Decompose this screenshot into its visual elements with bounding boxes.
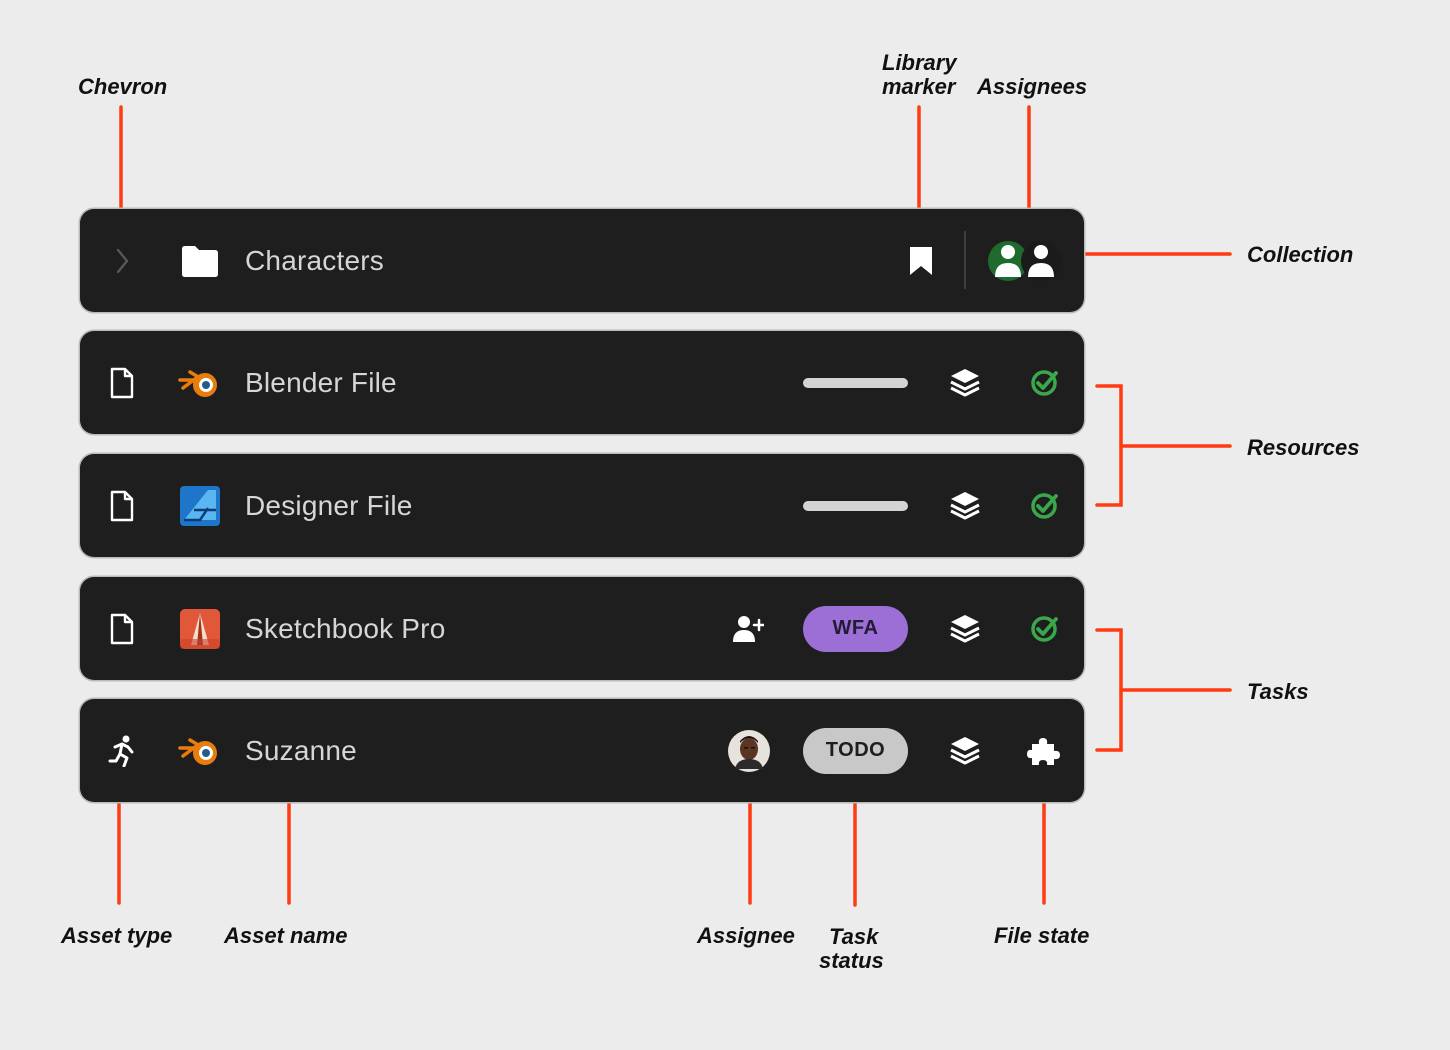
asset-name: Characters — [245, 244, 384, 276]
callout-assignee: Assignee — [697, 923, 795, 948]
blender-logo-icon — [178, 369, 217, 397]
asset-name: Designer File — [245, 489, 413, 521]
divider — [964, 231, 966, 289]
layers-icon[interactable] — [948, 489, 982, 523]
callout-asset-type: Asset type — [61, 923, 173, 948]
callout-chevron: Chevron — [78, 74, 168, 99]
add-user-icon[interactable] — [732, 614, 764, 644]
chevron-right-icon[interactable] — [114, 247, 130, 275]
loading-placeholder-bar — [803, 377, 908, 388]
check-circle-icon — [1031, 369, 1058, 396]
file-icon — [110, 613, 134, 644]
bookmark-icon[interactable] — [908, 246, 934, 276]
task-row-suzanne[interactable]: Suzanne TODO — [80, 699, 1084, 802]
callout-assignees: Assignees — [977, 74, 1088, 99]
asset-name: Sketchbook Pro — [245, 612, 446, 644]
resource-row-designer-file[interactable]: Designer File — [80, 454, 1084, 557]
layers-icon[interactable] — [948, 366, 982, 400]
layers-icon[interactable] — [948, 612, 982, 646]
task-row-sketchbook-pro[interactable]: Sketchbook Pro WFA — [80, 577, 1084, 680]
callout-task-status-line1: Task — [829, 924, 879, 949]
folder-icon — [182, 245, 218, 277]
sketchbook-logo-icon — [180, 608, 220, 649]
callout-resources: Resources — [1247, 435, 1360, 460]
loading-placeholder-bar — [803, 500, 908, 511]
resource-row-blender-file[interactable]: Blender File — [80, 331, 1084, 434]
users-icon[interactable] — [988, 239, 1062, 283]
callout-collection: Collection — [1247, 242, 1354, 267]
task-status-badge[interactable]: TODO — [803, 727, 908, 774]
callout-task-status-line2: status — [819, 948, 884, 973]
file-icon — [110, 490, 134, 521]
collection-row-characters[interactable]: Characters — [80, 209, 1084, 312]
file-icon — [110, 367, 134, 398]
callout-tasks: Tasks — [1247, 679, 1309, 704]
callout-asset-name: Asset name — [224, 923, 348, 948]
task-status-badge[interactable]: WFA — [803, 605, 908, 652]
layers-icon[interactable] — [948, 734, 982, 768]
callout-library-marker-line2: marker — [882, 74, 956, 99]
check-circle-icon — [1031, 615, 1058, 642]
blender-logo-icon — [178, 737, 217, 765]
callout-library-marker-line1: Library — [882, 50, 957, 75]
callout-file-state: File state — [994, 923, 1090, 948]
avatar[interactable] — [727, 729, 771, 773]
check-circle-icon — [1031, 492, 1058, 519]
puzzle-icon — [1027, 737, 1060, 765]
running-person-icon — [108, 735, 134, 767]
affinity-designer-logo-icon — [180, 485, 220, 526]
asset-name: Suzanne — [245, 734, 357, 766]
asset-name: Blender File — [245, 366, 397, 398]
